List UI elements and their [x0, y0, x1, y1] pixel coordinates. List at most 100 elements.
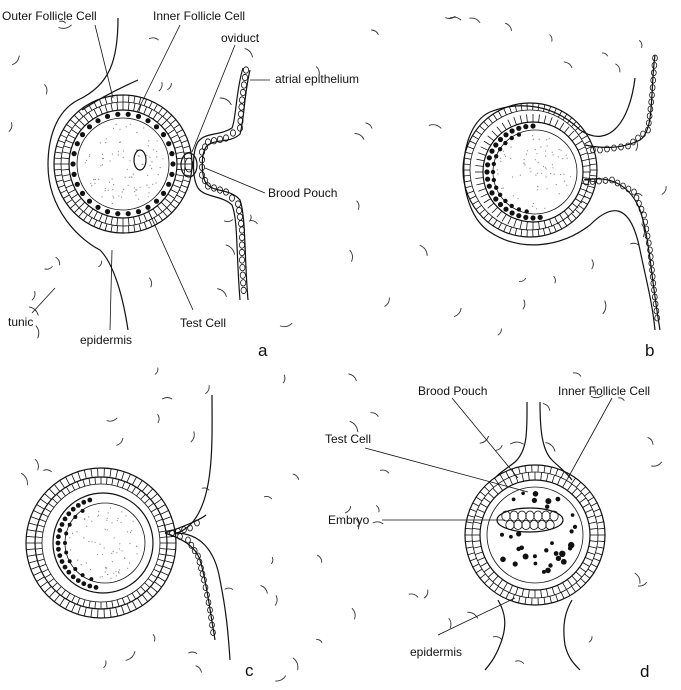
- follicle-cell-wall: [78, 201, 86, 209]
- follicle-cell-wall: [555, 468, 559, 476]
- follicle-cell-wall: [559, 214, 565, 222]
- panel-d-embryo-cells: [501, 510, 559, 530]
- follicle-cell-wall: [491, 207, 498, 214]
- yolk-speck: [132, 173, 134, 175]
- follicle-cell-wall: [90, 468, 93, 478]
- follicle-cell-wall: [164, 124, 172, 131]
- tunic-hair: [316, 639, 323, 643]
- follicle-cell-wall: [581, 135, 588, 140]
- embryo-cell: [549, 510, 559, 522]
- label-test-cell-d: Test Cell: [325, 432, 371, 446]
- yolk-speck: [109, 507, 112, 509]
- follicle-cell-wall: [116, 225, 118, 233]
- follicle-cell-wall: [166, 548, 176, 551]
- test-cell: [537, 214, 543, 220]
- yolk-speck: [71, 532, 74, 535]
- follicle-cell-wall: [501, 122, 507, 130]
- follicle-cell-wall: [549, 117, 553, 125]
- follicle-cell-wall: [154, 498, 162, 505]
- follicle-cell-wall: [475, 204, 482, 210]
- follicle-cell-wall: [578, 204, 585, 210]
- follicle-cell-wall: [27, 529, 37, 532]
- panel-c-egg-cytoplasm: [69, 507, 138, 579]
- yolk-speck: [111, 522, 113, 524]
- follicle-cell-wall: [465, 527, 473, 530]
- panel-d-embryo: [496, 507, 564, 533]
- yolk-speck: [127, 184, 129, 186]
- tunic-hair: [637, 581, 647, 587]
- follicle-cell-wall: [478, 152, 486, 156]
- tunic-hair: [349, 249, 353, 262]
- panel-d-follicle-cells: [465, 465, 605, 605]
- test-cell: [75, 503, 81, 508]
- test-cell: [71, 171, 77, 177]
- epithelial-cell: [228, 194, 235, 202]
- epithelial-cell: [651, 62, 658, 69]
- tunic-hair: [479, 435, 489, 444]
- tunic-hair: [225, 244, 235, 255]
- follicle-cell-wall: [543, 228, 546, 236]
- follicle-cell-wall: [61, 168, 70, 171]
- follicle-cell-wall: [528, 472, 530, 481]
- follicle-cell-wall: [465, 540, 473, 543]
- follicle-cell-wall: [133, 95, 136, 103]
- follicle-cell-wall: [543, 115, 547, 124]
- follicle-cell-wall: [480, 193, 489, 198]
- epithelial-cell: [597, 146, 603, 154]
- yolk-speck: [523, 162, 525, 164]
- epithelial-cell: [650, 76, 656, 84]
- follicle-cell-wall: [562, 113, 568, 121]
- yolk-speck: [557, 156, 560, 158]
- follicle-cell-wall: [88, 208, 94, 216]
- panel-d-stalk-lower-left: [484, 599, 506, 671]
- test-cell: [125, 211, 131, 217]
- epithelial-cell: [204, 182, 211, 190]
- yolk-speck: [101, 576, 103, 578]
- yolk-speck: [111, 561, 113, 563]
- follicle-cell-wall: [36, 553, 44, 556]
- follicle-cell-wall: [483, 213, 489, 219]
- tunic-hair: [149, 277, 153, 288]
- follicle-cell-wall: [59, 480, 65, 489]
- follicle-cell-wall: [551, 474, 555, 483]
- test-cell: [530, 215, 536, 221]
- yolk-speck: [138, 198, 140, 200]
- yolk-speck: [93, 179, 95, 181]
- yolk-speck: [136, 545, 138, 547]
- test-cell: [55, 540, 61, 546]
- follicle-cell-wall: [472, 528, 481, 530]
- follicle-cell-wall: [179, 189, 186, 194]
- panel-c-test-cells: [55, 497, 99, 590]
- follicle-cell-wall: [537, 103, 540, 111]
- follicle-cell-wall: [162, 211, 168, 218]
- epithelial-cell: [238, 103, 245, 111]
- follicle-cell-wall: [121, 605, 125, 615]
- follicle-cell-wall: [543, 220, 547, 229]
- test-cell: [511, 497, 516, 502]
- follicle-cell-wall: [76, 481, 81, 489]
- follicle-cell-wall: [479, 125, 486, 131]
- follicle-cell-wall: [83, 115, 90, 123]
- epithelial-cell: [235, 206, 242, 215]
- follicle-cell-wall: [519, 115, 523, 124]
- follicle-cell-wall: [144, 498, 151, 504]
- yolk-speck: [545, 176, 547, 178]
- follicle-cell-wall: [126, 595, 131, 603]
- yolk-speck: [152, 183, 154, 185]
- yolk-speck: [104, 566, 106, 568]
- tunic-hair: [497, 328, 502, 336]
- tunic-hair: [545, 442, 556, 452]
- follicle-cell-wall: [126, 473, 131, 483]
- yolk-speck: [131, 530, 133, 532]
- yolk-speck: [111, 552, 113, 555]
- epithelial-cell: [648, 98, 654, 106]
- yolk-speck: [537, 185, 539, 187]
- follicle-cell-wall: [26, 548, 36, 551]
- test-cell: [489, 148, 495, 154]
- tunic-hair: [162, 397, 173, 400]
- epithelial-cell: [631, 188, 637, 196]
- epithelial-cell: [208, 614, 214, 621]
- follicle-cell-wall: [143, 213, 148, 222]
- follicle-cell-wall: [497, 222, 502, 230]
- follicle-cell-wall: [54, 174, 62, 177]
